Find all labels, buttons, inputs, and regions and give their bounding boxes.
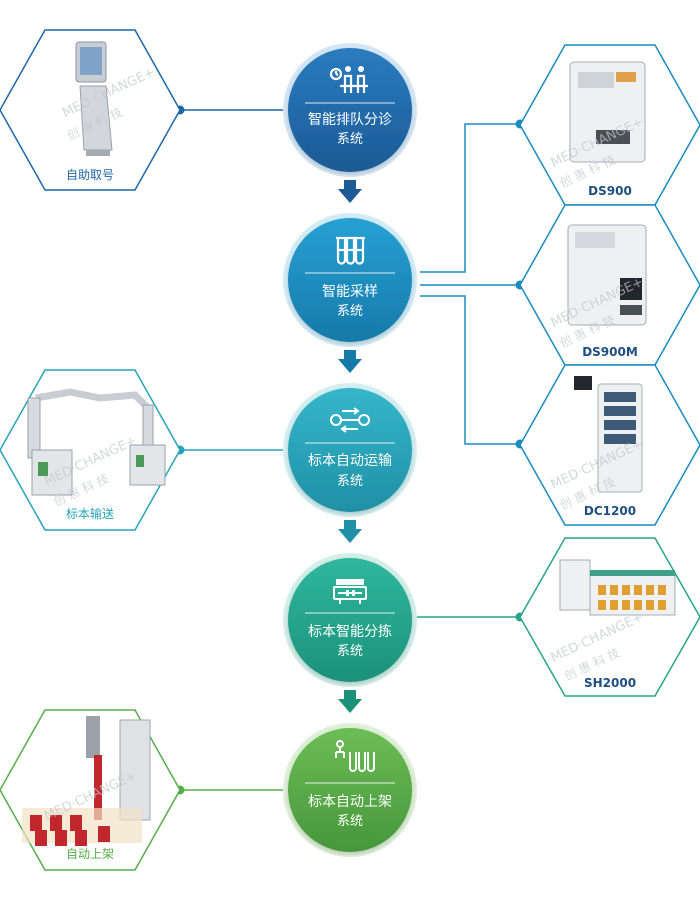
arrow-down (338, 520, 362, 543)
device-label: 自动上架 (66, 847, 114, 861)
arrow-down (338, 350, 362, 373)
device-sample-conveyor: MED·CHANGE+ 创 惠 科 技 标本输送 (0, 369, 181, 531)
flow-title-line1: 智能采样 (322, 284, 378, 300)
robot-arm-tubes-icon (335, 740, 375, 772)
sorting-machine-icon (333, 579, 367, 604)
flow-step-transport: 标本自动运输 系统 (283, 383, 417, 517)
flow-title-line1: 标本智能分拣 (308, 624, 392, 640)
conveyor-image (27, 388, 166, 496)
arrow-down (338, 690, 362, 713)
device-auto-shelving: MED·CHANGE+ 自动上架 (0, 709, 181, 871)
flow-circle-inner (288, 48, 412, 172)
flow-circles: 智能排队分诊 系统 智能采样 系统 (283, 43, 417, 857)
arrow-down (338, 180, 362, 203)
flow-title-line2: 系统 (337, 304, 363, 319)
flow-step-sorting: 标本智能分拣 系统 (283, 553, 417, 687)
queue-people-icon (329, 66, 368, 93)
flow-title-line1: 智能排队分诊 (308, 112, 392, 128)
connector-sampling-dc1200 (420, 295, 520, 445)
kiosk-image (75, 41, 113, 156)
flow-arrows (338, 180, 362, 713)
flow-step-shelving: 标本自动上架 系统 (283, 723, 417, 857)
device-label: 标本输送 (66, 506, 114, 521)
device-ticket-kiosk: MED·CHANGE+ 创 惠 科 技 自助取号 (0, 29, 181, 191)
device-label: DS900 (588, 184, 632, 198)
connector-sampling-ds900 (420, 123, 520, 273)
sample-tubes-icon (336, 236, 365, 265)
left-devices: MED·CHANGE+ 创 惠 科 技 自助取号 MED·CHANGE+ 创 惠… (0, 29, 181, 871)
device-label: DS900M (582, 345, 638, 359)
flow-circle-inner (288, 388, 412, 512)
device-dc1200: MED·CHANGE+ 创 惠 科 技 DC1200 (519, 364, 700, 526)
flow-title-line2: 系统 (337, 644, 363, 659)
flow-title-line2: 系统 (337, 474, 363, 489)
device-sh2000: MED·CHANGE+ 创 惠 科 技 SH2000 (519, 537, 700, 697)
dc1200-image (574, 376, 643, 493)
sh2000-image (559, 559, 676, 616)
ds900-image (569, 61, 646, 163)
flow-circle-inner (288, 728, 412, 852)
flow-circle-inner (288, 218, 412, 342)
device-label: 自助取号 (66, 168, 114, 182)
flow-step-sampling: 智能采样 系统 (283, 213, 417, 347)
right-devices: MED·CHANGE+ 创 惠 科 技 DS900 MED·CHANGE+ 创 … (519, 44, 700, 697)
device-hexagon (519, 537, 700, 697)
device-ds900m: MED·CHANGE+ 创 惠 科 技 DS900M (519, 204, 700, 366)
ds900m-image (567, 224, 647, 326)
flow-step-triage: 智能排队分诊 系统 (283, 43, 417, 177)
flow-title-line1: 标本自动上架 (308, 794, 392, 810)
flow-title-line1: 标本自动运输 (308, 453, 392, 469)
flow-title-line2: 系统 (337, 814, 363, 829)
flow-circle-inner (288, 558, 412, 682)
shelving-image (22, 716, 151, 846)
flow-title-line2: 系统 (337, 132, 363, 147)
transport-arrows-icon (330, 407, 370, 433)
device-label: DC1200 (584, 504, 636, 518)
device-label: SH2000 (584, 676, 636, 690)
device-ds900: MED·CHANGE+ 创 惠 科 技 DS900 (519, 44, 700, 206)
